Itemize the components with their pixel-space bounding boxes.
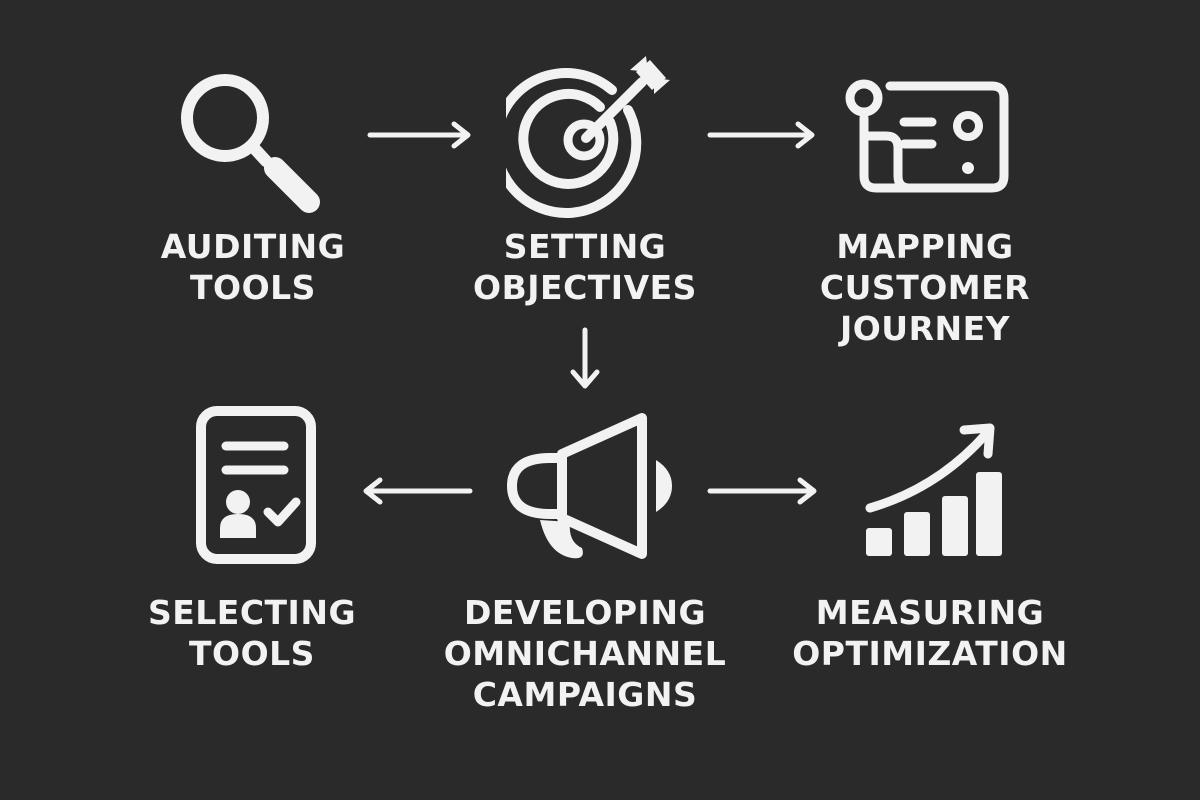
arrow-right [706,476,820,506]
growth-chart-icon [858,418,1008,562]
step-label-line: JOURNEY [839,309,1011,348]
step-label-developing-omnichannel-campaigns: DEVELOPING OMNICHANNEL CAMPAIGNS [440,592,730,715]
step-label-line: TOOLS [189,634,315,673]
arrow-down [568,326,602,392]
step-label-line: SETTING [503,227,667,266]
magnifying-glass-icon [176,64,326,214]
arrow-right [366,120,474,150]
step-label-line: SELECTING [147,593,357,632]
step-label-setting-objectives: SETTING OBJECTIVES [455,226,715,308]
step-label-line: CAMPAIGNS [472,675,698,714]
step-label-line: OBJECTIVES [473,268,697,307]
step-label-mapping-customer-journey: MAPPING CUSTOMER JOURNEY [795,226,1055,349]
step-label-line: OMNICHANNEL [443,634,727,673]
step-label-line: TOOLS [190,268,316,307]
megaphone-icon [500,408,680,568]
target-icon [506,52,676,222]
arrow-left [360,476,474,506]
step-label-line: MEASURING [815,593,1045,632]
step-label-selecting-tools: SELECTING TOOLS [142,592,362,674]
document-check-icon [192,402,322,568]
step-label-line: CUSTOMER [819,268,1031,307]
step-label-line: DEVELOPING [463,593,707,632]
step-label-auditing-tools: AUDITING TOOLS [148,226,358,308]
arrow-right [706,120,818,150]
journey-map-icon [842,78,1012,198]
step-label-measuring-optimization: MEASURING OPTIMIZATION [790,592,1070,674]
step-label-line: OPTIMIZATION [792,634,1068,673]
step-label-line: AUDITING [160,227,346,266]
step-label-line: MAPPING [836,227,1014,266]
